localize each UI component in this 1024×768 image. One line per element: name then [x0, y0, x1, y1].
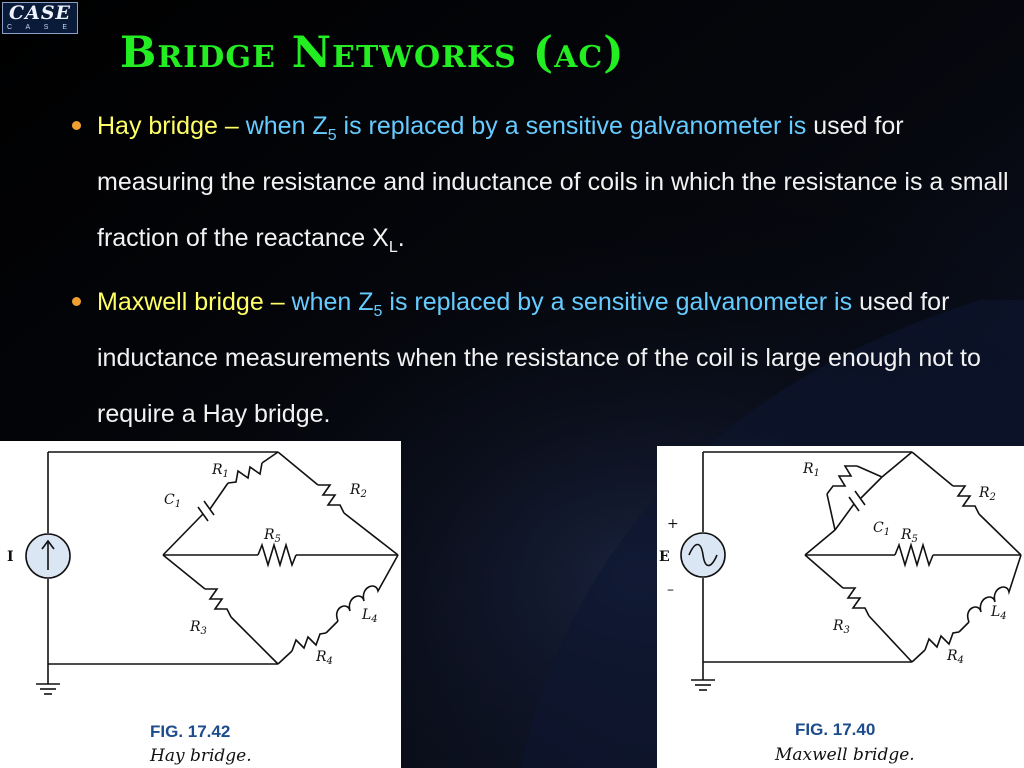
label-r4: R4 — [315, 649, 333, 667]
label-plus: + — [667, 516, 679, 532]
bullet-highlight-sub: 5 — [373, 303, 383, 320]
label-r4: R4 — [946, 648, 964, 666]
figure-caption-maxwell: Maxwell bridge. — [775, 745, 915, 765]
bullet-maxwell: Maxwell bridge – when Z5 is replaced by … — [72, 274, 1017, 442]
slide-title: Bridge Networks (ac) — [120, 28, 625, 78]
label-l4: L4 — [361, 607, 378, 625]
bullet-text: used for measuring the resistance and in… — [97, 112, 1009, 252]
label-r5: R5 — [263, 527, 281, 545]
bullet-term: Hay bridge — [97, 112, 218, 140]
bullet-highlight-sub: 5 — [327, 127, 337, 144]
hay-bridge-schematic: R1 C1 R2 R5 R3 L4 R4 I — [7, 451, 399, 695]
label-r3: R3 — [189, 619, 207, 637]
bullet-highlight: when Z — [245, 112, 328, 140]
figure-maxwell-bridge: R1 C1 R2 R5 R3 L4 R4 E + – FIG. 17.40 Ma… — [657, 446, 1024, 768]
bullet-text-end: . — [397, 224, 405, 252]
label-c1: C1 — [873, 520, 890, 538]
label-r5: R5 — [900, 527, 918, 545]
bullet-list: Hay bridge – when Z5 is replaced by a se… — [72, 98, 1017, 442]
bullet-highlight-rest: is replaced by a sensitive galvanometer … — [336, 112, 807, 140]
bullet-hay: Hay bridge – when Z5 is replaced by a se… — [72, 98, 1017, 266]
label-source-e: E — [659, 549, 670, 565]
maxwell-bridge-schematic: R1 C1 R2 R5 R3 L4 R4 E + – — [659, 451, 1022, 691]
bullet-text: used for inductance measurements when th… — [97, 288, 981, 428]
label-r1: R1 — [802, 461, 820, 479]
label-r2: R2 — [978, 485, 996, 503]
bullet-term: Maxwell bridge — [97, 288, 264, 316]
label-r1: R1 — [211, 462, 229, 480]
bullet-highlight: when Z — [291, 288, 374, 316]
label-source-i: I — [7, 549, 14, 565]
logo-text: CASE — [8, 2, 72, 24]
bullet-dot-icon — [72, 297, 81, 306]
bullet-dot-icon — [72, 121, 81, 130]
bullet-dash: – — [263, 288, 292, 316]
bullet-text-sub: L — [388, 239, 398, 256]
bullet-dash: – — [217, 112, 246, 140]
logo: CASE C A S E — [2, 2, 78, 34]
figure-number-maxwell: FIG. 17.40 — [795, 720, 876, 739]
label-c1: C1 — [164, 492, 181, 510]
logo-subtitle: C A S E — [6, 24, 74, 31]
label-r3: R3 — [832, 618, 850, 636]
label-r2: R2 — [349, 482, 367, 500]
bullet-highlight-rest: is replaced by a sensitive galvanometer … — [382, 288, 853, 316]
label-minus: – — [667, 582, 674, 598]
label-l4: L4 — [990, 604, 1007, 622]
figure-hay-bridge: R1 C1 R2 R5 R3 L4 R4 I FIG. 17.42 Hay br… — [0, 441, 401, 768]
figure-caption-hay: Hay bridge. — [150, 746, 252, 766]
figure-number-hay: FIG. 17.42 — [150, 722, 231, 741]
